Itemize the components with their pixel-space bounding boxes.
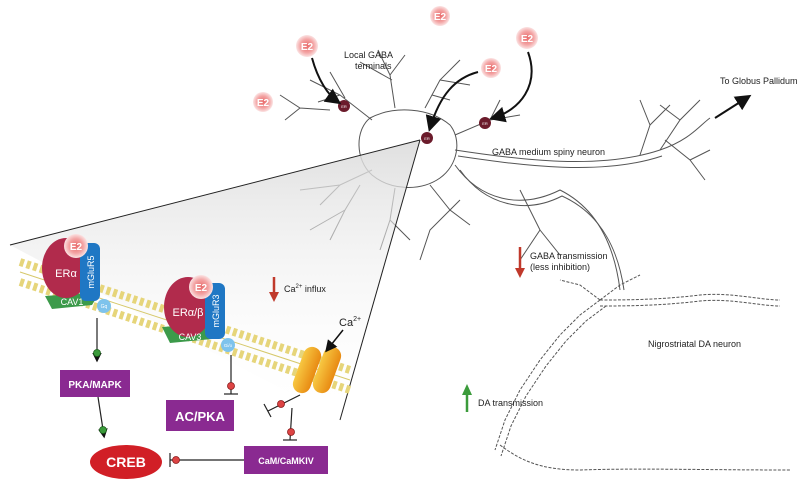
svg-text:E2: E2 <box>434 12 447 23</box>
e2-molecule: E2 <box>430 6 450 26</box>
svg-text:ER: ER <box>341 104 347 109</box>
svg-text:E2: E2 <box>301 42 314 53</box>
mglur3-label: mGluR3 <box>211 294 221 327</box>
e2-molecule: E2 <box>516 27 538 49</box>
e2-bound <box>189 275 213 299</box>
svg-text:E2: E2 <box>195 283 208 294</box>
gq-label: Gq <box>101 304 108 310</box>
svg-text:CREB: CREB <box>106 454 146 470</box>
da-increase-arrow <box>462 384 472 412</box>
ca-entry-arrow <box>325 329 344 353</box>
gaba-transmission-label-2: (less inhibition) <box>530 262 590 272</box>
e2-molecule: E2 <box>481 58 501 78</box>
nigrostriatal-da-neuron <box>494 274 791 471</box>
svg-text:E2: E2 <box>70 242 83 253</box>
to-globus-arrow <box>714 94 752 119</box>
svg-text:CaM/CaMKIV: CaM/CaMKIV <box>258 456 314 466</box>
ca-label: Ca2+ <box>339 316 361 329</box>
cav3-label: CAV3 <box>179 332 202 342</box>
svg-text:E2: E2 <box>257 98 270 109</box>
er-markers: ER ER ER <box>338 100 491 144</box>
receptor-complex-1: E2 ERα mGluR5 CAV1 Gq <box>42 234 111 313</box>
ca-influx-decrease-arrow <box>269 277 279 302</box>
svg-text:ER: ER <box>482 121 488 126</box>
mglur5-label: mGluR5 <box>86 255 96 288</box>
cam-camkiv-box: CaM/CaMKIV <box>244 446 328 474</box>
ca-influx-label: Ca2+ influx <box>284 284 326 294</box>
cone-edge-bottom <box>339 139 421 421</box>
svg-text:PKA/MAPK: PKA/MAPK <box>68 380 122 391</box>
svg-text:E2: E2 <box>521 34 534 45</box>
creb-node: CREB <box>90 445 162 479</box>
gq-protein <box>97 299 111 313</box>
svg-text:E2: E2 <box>485 64 498 75</box>
cav1-label: CAV1 <box>61 297 84 307</box>
local-gaba-label-1: Local GABA <box>344 50 393 60</box>
mglur3-receptor <box>205 283 225 339</box>
e2-binding-arrows <box>311 51 533 132</box>
ac-pka-box: AC/PKA <box>166 400 234 431</box>
gio-label: Gi/o <box>224 343 233 348</box>
er-alpha-beta-label: ERα/β <box>172 307 203 319</box>
svg-text:AC/PKA: AC/PKA <box>175 409 225 424</box>
receptor-complex-2: E2 ERα/β mGluR3 CAV3 Gi/o <box>162 275 235 352</box>
e2-molecule: E2 <box>296 35 318 57</box>
gaba-msn-label: GABA medium spiny neuron <box>492 147 605 157</box>
gio-protein <box>221 338 235 352</box>
er-alpha-label: ERα <box>55 268 77 280</box>
cone-edge-top <box>9 139 421 246</box>
e2-molecule: E2 <box>253 92 273 112</box>
gaba-transmission-label-1: GABA transmission <box>530 251 608 261</box>
svg-text:ER: ER <box>424 136 430 141</box>
er-marker: ER <box>421 132 433 144</box>
local-gaba-label-2: terminals <box>355 61 392 71</box>
gaba-decrease-arrow <box>515 247 525 278</box>
regulation-dots <box>93 349 295 464</box>
er-marker: ER <box>479 117 491 129</box>
er-marker: ER <box>338 100 350 112</box>
mglur5-receptor <box>80 243 100 301</box>
e2-molecules: E2 E2 E2 E2 E2 <box>253 6 538 112</box>
pka-mapk-box: PKA/MAPK <box>60 370 130 397</box>
da-transmission-label: DA transmission <box>478 398 543 408</box>
calcium-channel <box>292 346 342 394</box>
nigrostriatal-label: Nigrostriatal DA neuron <box>648 339 741 349</box>
e2-bound <box>64 234 88 258</box>
to-globus-label: To Globus Pallidum <box>720 76 798 86</box>
